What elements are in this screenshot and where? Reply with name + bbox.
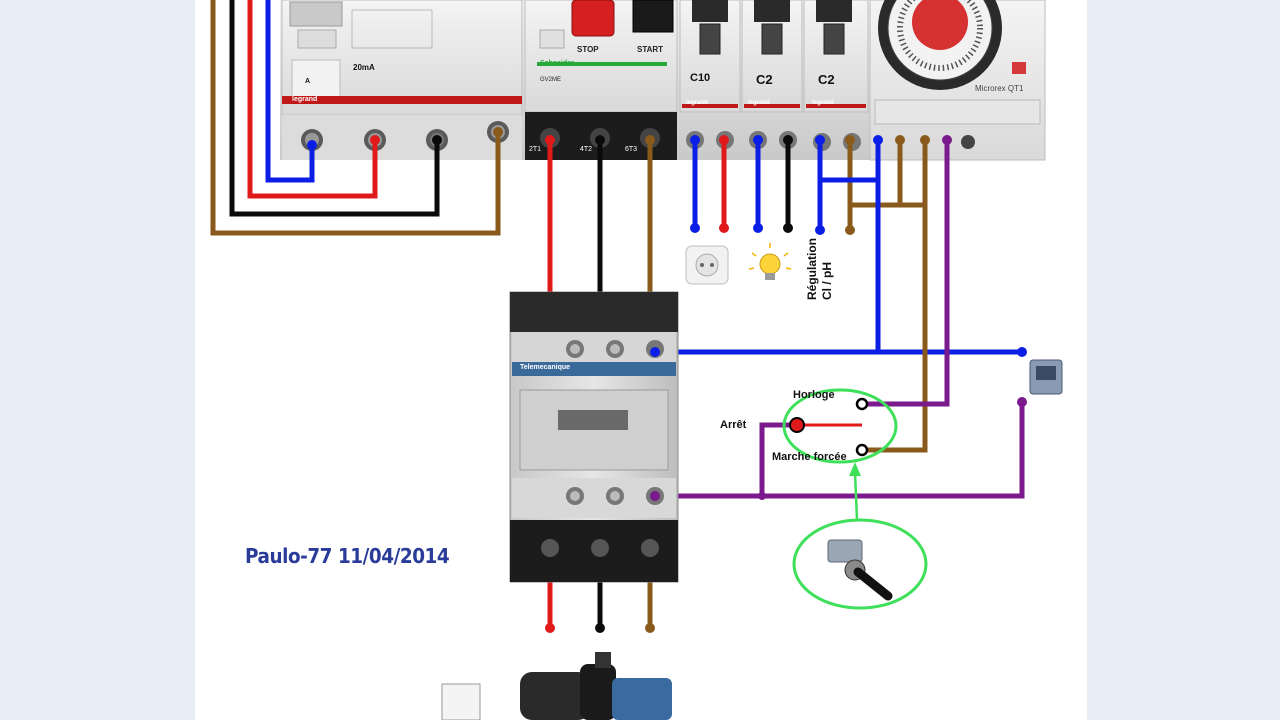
toggle-switch-icon	[827, 539, 893, 601]
timer-dial	[912, 0, 968, 50]
regulation-label: Régulation Cl / pH	[805, 238, 835, 300]
breaker-c2a-rating: C2	[756, 72, 773, 87]
differential-type: A	[305, 78, 311, 85]
terminal-6t3: 6T3	[625, 146, 638, 153]
breaker-c2b-brand: legrand	[812, 100, 834, 106]
regulation-line2: Cl / pH	[820, 262, 834, 300]
breaker-c2-a	[741, 0, 803, 113]
breaker-c2b-rating: C2	[818, 72, 835, 87]
wiring	[210, 0, 1025, 628]
switch-highlight	[782, 388, 898, 464]
breaker-c2-b	[803, 0, 869, 113]
start-button	[632, 0, 674, 33]
regulation-line1: Régulation	[805, 238, 819, 300]
selector-switch	[782, 388, 928, 610]
wire-purple-clock	[860, 140, 950, 407]
stop-button	[571, 0, 615, 37]
breaker-c10	[679, 0, 741, 113]
switch-clock-terminal	[855, 397, 869, 411]
socket-icon	[685, 245, 729, 285]
contactor-brand: Telemecanique	[520, 364, 571, 371]
contactor	[509, 291, 679, 583]
differential-brand: legrand	[292, 96, 318, 103]
breaker-c10-brand: legrand	[686, 100, 708, 106]
wire-blue-feed	[265, 0, 315, 183]
switch-forced-label: Marche forcée	[772, 451, 847, 463]
switch-forced-terminal	[855, 443, 869, 457]
motor-device-icon	[1029, 359, 1063, 395]
motor-breaker-brand: Schneider	[540, 60, 574, 67]
timer-brand: Microrex QT1	[975, 84, 1024, 93]
timer-module	[869, 0, 1046, 161]
motor-breaker-model: GV2ME	[540, 77, 562, 83]
author-credit: Paulo-77 11/04/2014	[245, 544, 450, 568]
wire-neutral-coil	[655, 140, 881, 355]
switch-common-terminal	[789, 417, 805, 433]
start-label: START	[637, 45, 664, 54]
wire-brown-feed	[210, 0, 501, 236]
terminal-2t1: 2T1	[529, 146, 542, 153]
wire-purple-coil	[655, 400, 1025, 499]
switch-stop-label: Arrêt	[720, 419, 747, 431]
breaker-c10-rating: C10	[690, 72, 711, 84]
pump-icon	[441, 652, 672, 720]
din-rail-panel	[280, 0, 1046, 161]
lamp-icon	[748, 243, 792, 280]
wire-ends	[307, 127, 1027, 633]
breaker-c2a-brand: legrand	[748, 100, 770, 106]
terminal-4t2: 4T2	[580, 146, 593, 153]
wire-red-feed	[247, 0, 378, 199]
differential-rating: 20mA	[353, 63, 375, 72]
stop-label: STOP	[577, 45, 599, 54]
wire-black-feed	[229, 0, 440, 217]
switch-clock-label: Horloge	[793, 389, 835, 401]
differential-switch	[281, 0, 523, 160]
